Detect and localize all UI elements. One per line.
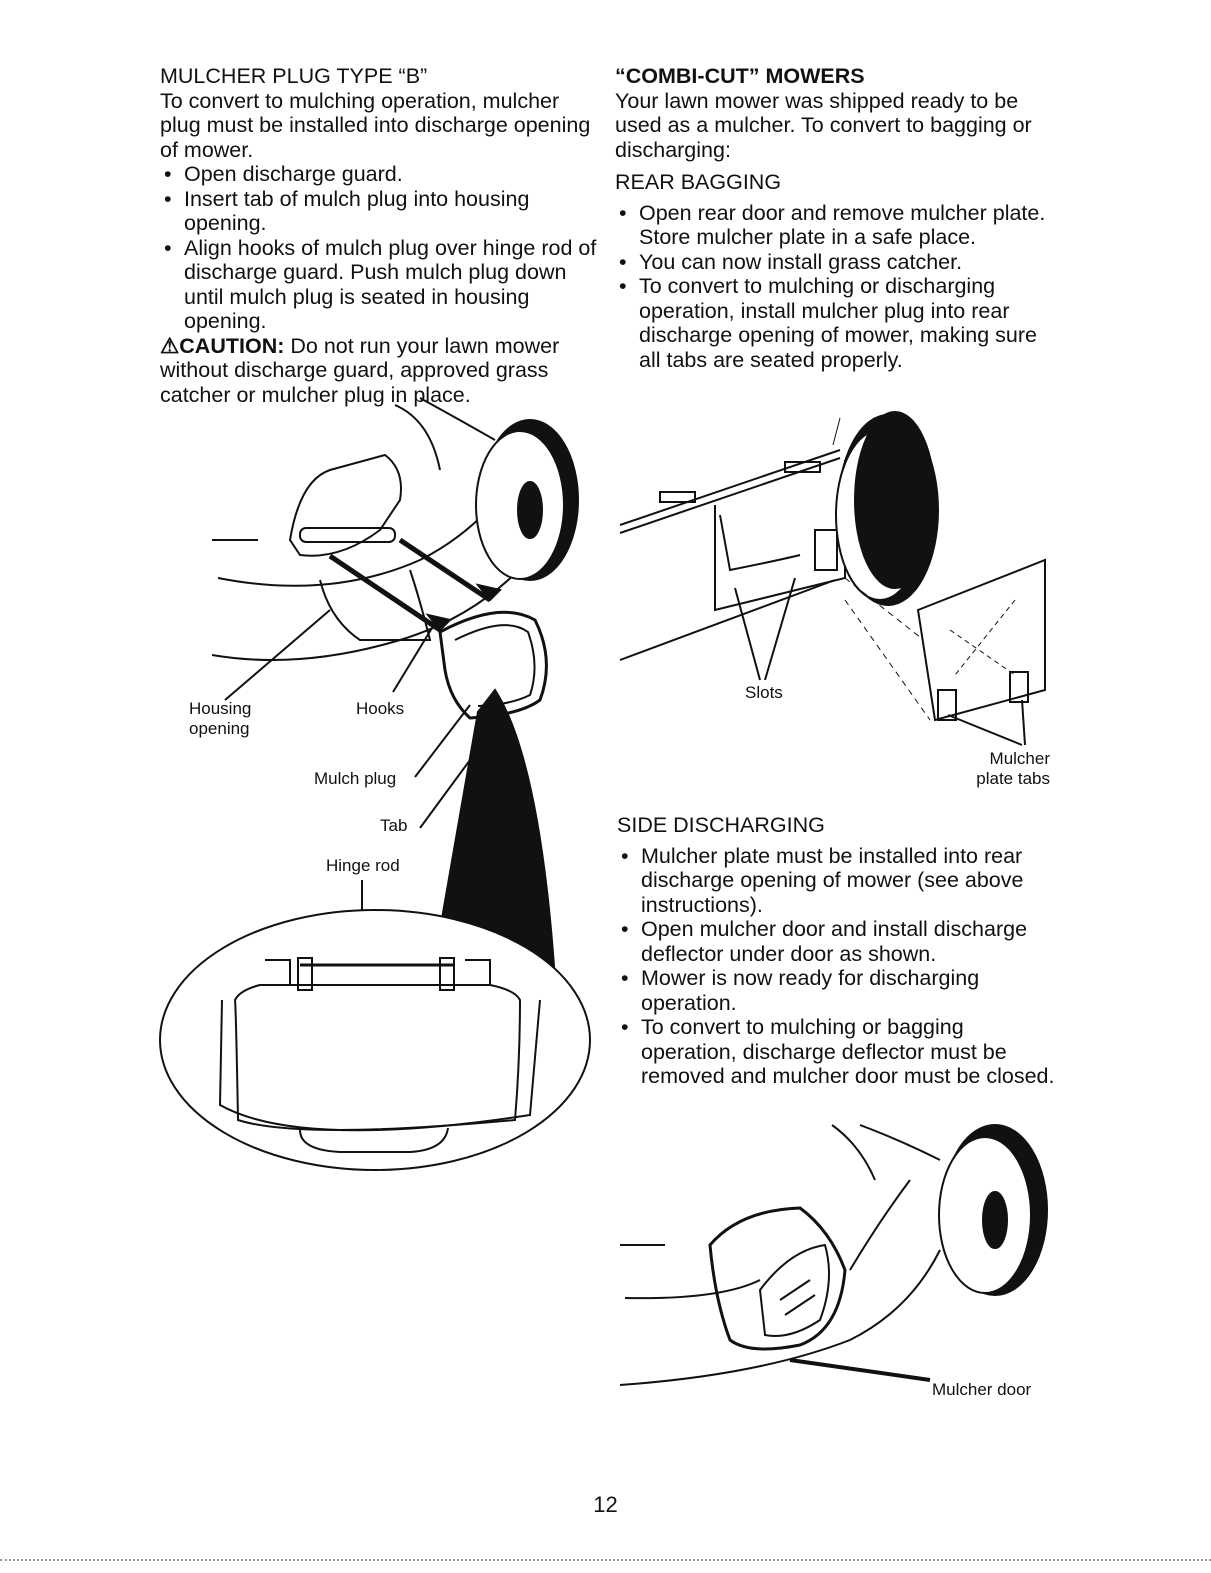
bottom-rule bbox=[0, 1559, 1211, 1561]
side-discharging-steps: Mulcher plate must be installed into rea… bbox=[617, 844, 1057, 1089]
step-item: Open rear door and remove mulcher plate.… bbox=[615, 201, 1055, 250]
caution-label: CAUTION: bbox=[179, 333, 285, 358]
mulch-plug-figure bbox=[159, 397, 591, 1171]
step-item: To convert to mulching or discharging op… bbox=[615, 274, 1055, 372]
step-item: Insert tab of mulch plug into housing op… bbox=[160, 187, 600, 236]
right-column-bottom: SIDE DISCHARGING Mulcher plate must be i… bbox=[617, 813, 1057, 1089]
combi-cut-intro: Your lawn mower was shipped ready to be … bbox=[615, 88, 1032, 162]
right-column-top: “COMBI-CUT” MOWERS Your lawn mower was s… bbox=[615, 64, 1055, 372]
step-item: Mulcher plate must be installed into rea… bbox=[617, 844, 1057, 918]
step-item: To convert to mulching or bagging operat… bbox=[617, 1015, 1057, 1089]
step-item: Align hooks of mulch plug over hinge rod… bbox=[160, 236, 600, 334]
mulcher-plug-intro: To convert to mulching operation, mulche… bbox=[160, 88, 591, 162]
step-item: Open discharge guard. bbox=[160, 162, 600, 187]
combi-cut-heading: “COMBI-CUT” MOWERS bbox=[615, 64, 865, 88]
rear-bagging-figure bbox=[619, 411, 1046, 746]
slots-label: Slots bbox=[745, 683, 783, 702]
caution-text: Do not run your lawn mower without disch… bbox=[160, 333, 560, 407]
mulcher-door-figure bbox=[619, 1124, 1048, 1386]
rear-bagging-heading: REAR BAGGING bbox=[615, 170, 782, 194]
mulcher-door-label: Mulcher door bbox=[932, 1380, 1032, 1399]
side-discharging-heading: SIDE DISCHARGING bbox=[617, 813, 825, 837]
page-number: 12 bbox=[593, 1492, 618, 1517]
mulcher-plug-steps: Open discharge guard. Insert tab of mulc… bbox=[160, 162, 600, 334]
step-item: Mower is now ready for discharging opera… bbox=[617, 966, 1057, 1015]
hooks-label: Hooks bbox=[356, 699, 405, 718]
step-item: Open mulcher door and install discharge … bbox=[617, 917, 1057, 966]
mulch-plug-label: Mulch plug bbox=[314, 769, 397, 788]
left-column: MULCHER PLUG TYPE “B” To convert to mulc… bbox=[160, 64, 600, 407]
step-item: You can now install grass catcher. bbox=[615, 250, 1055, 275]
tab-label: Tab bbox=[380, 816, 408, 835]
mulcher-plug-heading: MULCHER PLUG TYPE “B” bbox=[160, 64, 428, 88]
caution-paragraph: ⚠CAUTION: Do not run your lawn mower wit… bbox=[160, 334, 600, 408]
hinge-rod-label: Hinge rod bbox=[326, 856, 400, 875]
rear-bagging-steps: Open rear door and remove mulcher plate.… bbox=[615, 201, 1055, 373]
caution-triangle-icon: ⚠ bbox=[160, 333, 180, 358]
